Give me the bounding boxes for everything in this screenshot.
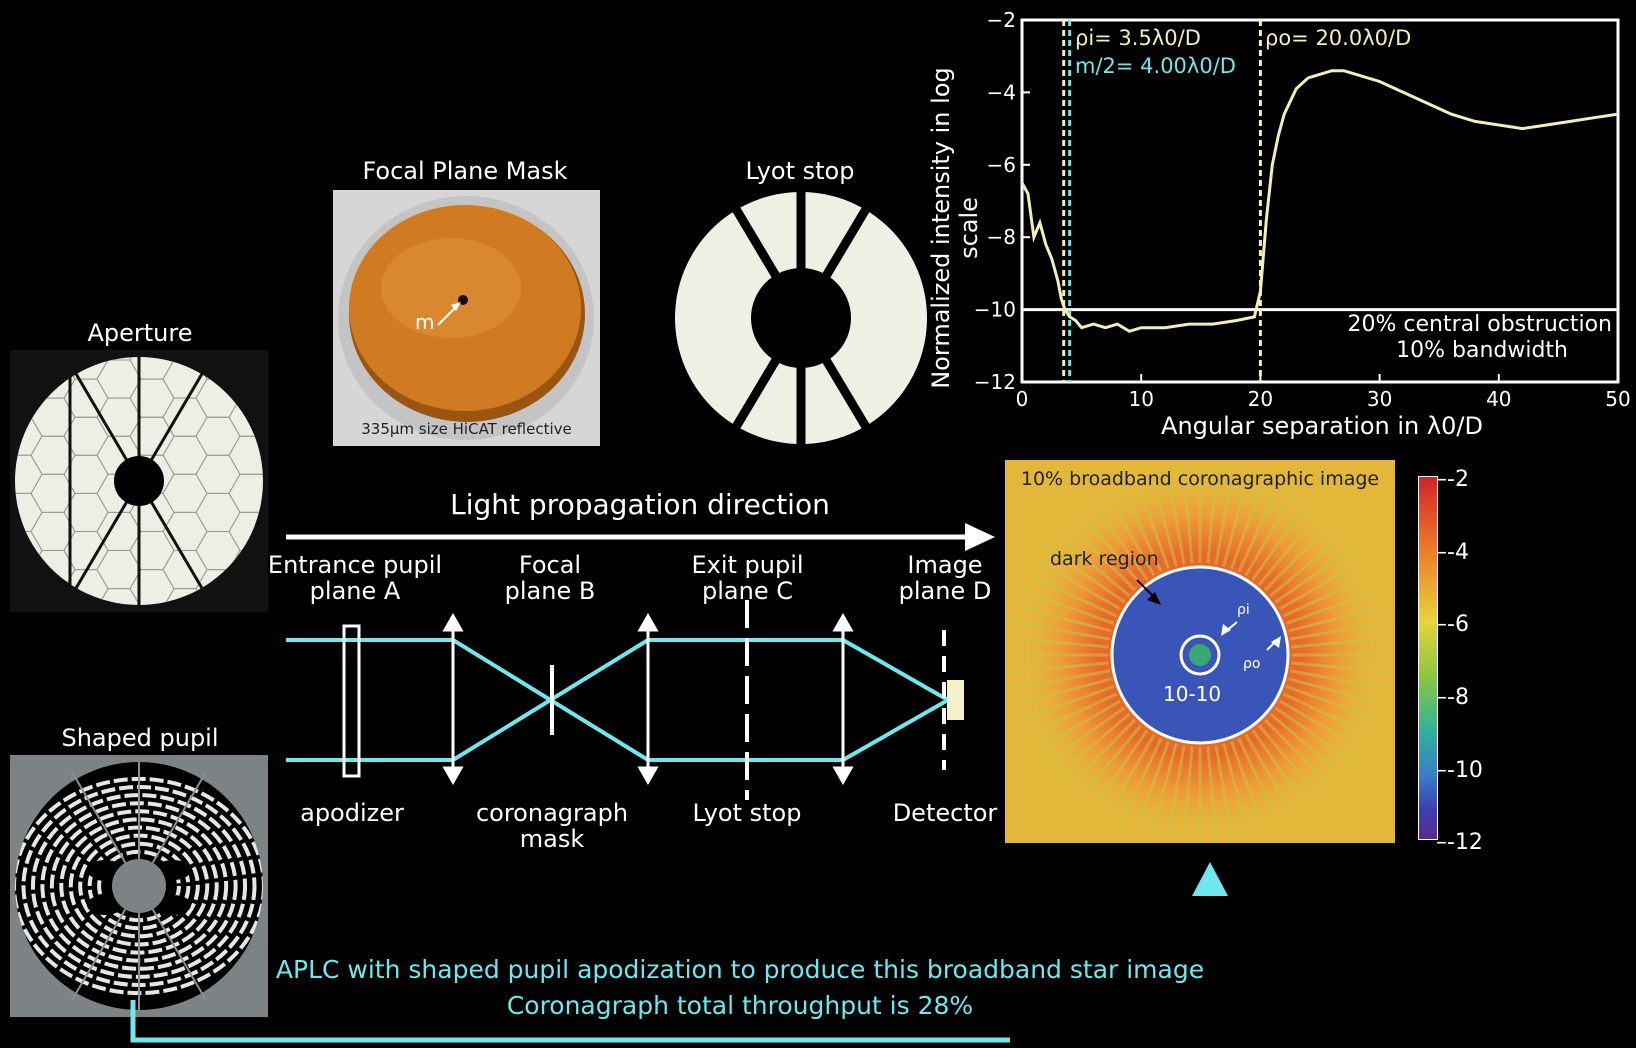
- coronagraphic-image-title: 10% broadband coronagraphic image: [1020, 468, 1380, 490]
- y-tick-label: −12: [974, 370, 1016, 394]
- focal-plane-mask-image: m 335µm size HiCAT reflective: [333, 190, 600, 446]
- rho-o-annotation: ρo= 20.0λ0/D: [1265, 26, 1412, 50]
- x-tick-label: 30: [1367, 387, 1392, 411]
- x-tick-label: 20: [1248, 387, 1273, 411]
- focal-plane-mask-title: Focal Plane Mask: [362, 157, 568, 185]
- rho-i-label: ρi: [1237, 602, 1250, 618]
- x-tick-label: 50: [1605, 387, 1630, 411]
- chart-xlabel: Angular separation in λ0/D: [1161, 412, 1483, 440]
- detector-label: Detector: [892, 799, 998, 827]
- lyot-stop-label: Lyot stop: [692, 799, 802, 827]
- optical-schematic: [130, 523, 1010, 1043]
- contrast-label: 10-10: [1163, 682, 1222, 706]
- y-tick-label: −6: [987, 153, 1016, 177]
- detector-element: [947, 680, 964, 720]
- colorbar: [1418, 476, 1438, 840]
- lyot-stop-image: [673, 190, 930, 446]
- shaped-pupil-image: [10, 755, 268, 1017]
- x-tick-label: 40: [1486, 387, 1511, 411]
- y-tick-label: −2: [987, 8, 1016, 32]
- bottom-caption: APLC with shaped pupil apodization to pr…: [250, 952, 1230, 1024]
- x-tick-label: 10: [1128, 387, 1153, 411]
- direction-arrowhead: [965, 523, 995, 551]
- aperture-title: Aperture: [87, 319, 193, 347]
- bottom-caption-line-2: Coronagraph total throughput is 28%: [506, 991, 974, 1020]
- focal-plane-mask-caption: 335µm size HiCAT reflective: [361, 420, 572, 438]
- colorbar-ticks: –-2 –-4 –-6 –-8 –-10 –-12: [1436, 467, 1483, 855]
- light-beams: [286, 638, 949, 762]
- apodizer-label: apodizer: [300, 799, 404, 827]
- chart-plot-area: [1020, 18, 1620, 384]
- coronagraphic-image: 10% broadband coronagraphic image dark r…: [1005, 460, 1395, 843]
- y-tick-label: −10: [974, 298, 1016, 322]
- rho-o-label: ρo: [1243, 656, 1261, 672]
- y-tick-label: −4: [987, 80, 1016, 104]
- feedback-arrow: [130, 1000, 1010, 1043]
- chart-ylabel: Normalized intensity in log scale: [927, 67, 983, 389]
- direction-label: Light propagation direction: [450, 488, 830, 521]
- contrast-curve-chart: 0 10 20 30 40 50 −2 −4 −6 −8 −10 −12: [974, 8, 1631, 411]
- apodizer-element: [342, 624, 361, 778]
- dark-region-label: dark region: [1050, 548, 1159, 570]
- y-tick-label: −8: [987, 225, 1016, 249]
- aperture-image: [10, 350, 268, 612]
- chart-ylabel-wrap: Normalized intensity in log scale: [927, 15, 983, 405]
- chart-note-1: 20% central obstruction: [1347, 312, 1612, 337]
- bottom-caption-line-1: APLC with shaped pupil apodization to pr…: [275, 955, 1205, 984]
- lyot-stop-title: Lyot stop: [745, 157, 855, 185]
- focal-plane-mask-m-label: m: [415, 310, 435, 334]
- m-half-annotation: m/2= 4.00λ0/D: [1075, 54, 1236, 78]
- chart-note-2: 10% bandwidth: [1396, 338, 1568, 363]
- rho-i-annotation: ρi= 3.5λ0/D: [1075, 26, 1201, 50]
- x-tick-label: 0: [1016, 387, 1029, 411]
- feedback-arrowhead: [1192, 862, 1228, 896]
- shaped-pupil-title: Shaped pupil: [61, 724, 219, 752]
- contrast-curve-line: [1020, 69, 1619, 333]
